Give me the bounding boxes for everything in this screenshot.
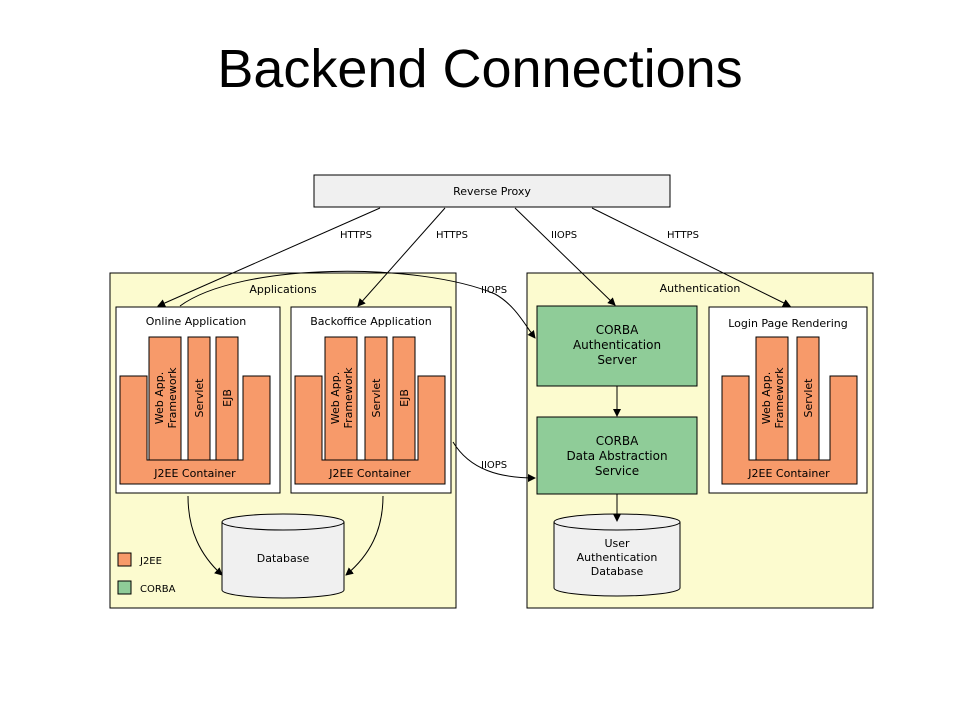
servlet-online — [187, 336, 211, 461]
edge-proxy-login — [591, 207, 791, 307]
ejb-backoffice — [392, 336, 416, 461]
database-cylinder — [221, 513, 345, 599]
user-db-line3: Database — [591, 565, 644, 578]
legend-corba-swatch — [117, 580, 132, 595]
corba-authentication-server — [536, 305, 698, 387]
legend-j2ee-label: J2EE — [139, 556, 162, 567]
database-label: Database — [257, 552, 310, 565]
login-page-rendering-label: Login Page Rendering — [728, 317, 847, 330]
page-title: Backend Connections — [217, 39, 743, 99]
https-label-login: HTTPS — [667, 230, 699, 241]
corba-data-abstraction-service — [536, 416, 698, 495]
iiops-label-backoffice: IIOPS — [481, 460, 507, 471]
corba-das-line3: Service — [595, 464, 639, 478]
edge-backoffice-corba-das — [452, 441, 536, 482]
svg-text:Web App.Framework: Web App.Framework — [760, 367, 786, 429]
user-db-line2: Authentication — [577, 551, 658, 564]
corba-auth-line1: CORBA — [596, 323, 639, 337]
j2ee-container-login — [721, 375, 858, 485]
svg-text:Web App.Framework: Web App.Framework — [153, 367, 179, 429]
https-label-backoffice: HTTPS — [436, 230, 468, 241]
edge-proxy-corba-auth — [514, 207, 616, 306]
web-app-framework-login — [755, 336, 789, 461]
online-application-label: Online Application — [146, 315, 246, 328]
user-authentication-database-cylinder — [553, 513, 681, 597]
edge-proxy-online — [157, 207, 381, 307]
https-label-online: HTTPS — [340, 230, 372, 241]
j2ee-container-online-label: J2EE Container — [153, 467, 236, 480]
servlet-backoffice — [364, 336, 388, 461]
j2ee-container-backoffice-label: J2EE Container — [328, 467, 411, 480]
legend-corba-label: CORBA — [140, 584, 176, 595]
framework-label: Framework — [342, 367, 355, 429]
web-app-label: Web App. — [153, 372, 166, 424]
j2ee-container-backoffice — [294, 375, 446, 485]
applications-label: Applications — [249, 283, 316, 296]
corba-auth-line2: Authentication — [573, 338, 661, 352]
edge-proxy-backoffice — [357, 207, 446, 307]
servlet-login-label: Servlet — [802, 378, 815, 418]
ejb-backoffice-label: EJB — [398, 389, 411, 407]
j2ee-container-online — [119, 375, 271, 485]
j2ee-container-login-label: J2EE Container — [747, 467, 830, 480]
authentication-label: Authentication — [660, 282, 741, 295]
edge-online-database — [187, 495, 223, 576]
ejb-online-label: EJB — [221, 389, 234, 407]
iiops-label-online: IIOPS — [481, 285, 507, 296]
backoffice-application-label: Backoffice Application — [310, 315, 431, 328]
servlet-online-label: Servlet — [193, 378, 206, 418]
reverse-proxy-label: Reverse Proxy — [453, 185, 531, 198]
framework-label: Framework — [166, 367, 179, 429]
framework-label: Framework — [773, 367, 786, 429]
svg-text:Web App.Framework: Web App.Framework — [329, 367, 355, 429]
servlet-login — [796, 336, 820, 461]
edge-online-corba-auth — [179, 270, 536, 339]
edge-backoffice-database — [345, 495, 384, 576]
legend-j2ee-swatch — [117, 552, 132, 567]
user-db-line1: User — [604, 537, 630, 550]
ejb-online — [215, 336, 239, 461]
corba-das-line1: CORBA — [596, 434, 639, 448]
web-app-label: Web App. — [329, 372, 342, 424]
reverse-proxy-box — [313, 174, 671, 208]
web-app-framework-backoffice — [324, 336, 358, 461]
corba-das-line2: Data Abstraction — [566, 449, 667, 463]
servlet-backoffice-label: Servlet — [370, 378, 383, 418]
iiops-label-proxy: IIOPS — [551, 230, 577, 241]
web-app-label: Web App. — [760, 372, 773, 424]
web-app-framework-online — [148, 336, 182, 461]
corba-auth-line3: Server — [597, 353, 636, 367]
